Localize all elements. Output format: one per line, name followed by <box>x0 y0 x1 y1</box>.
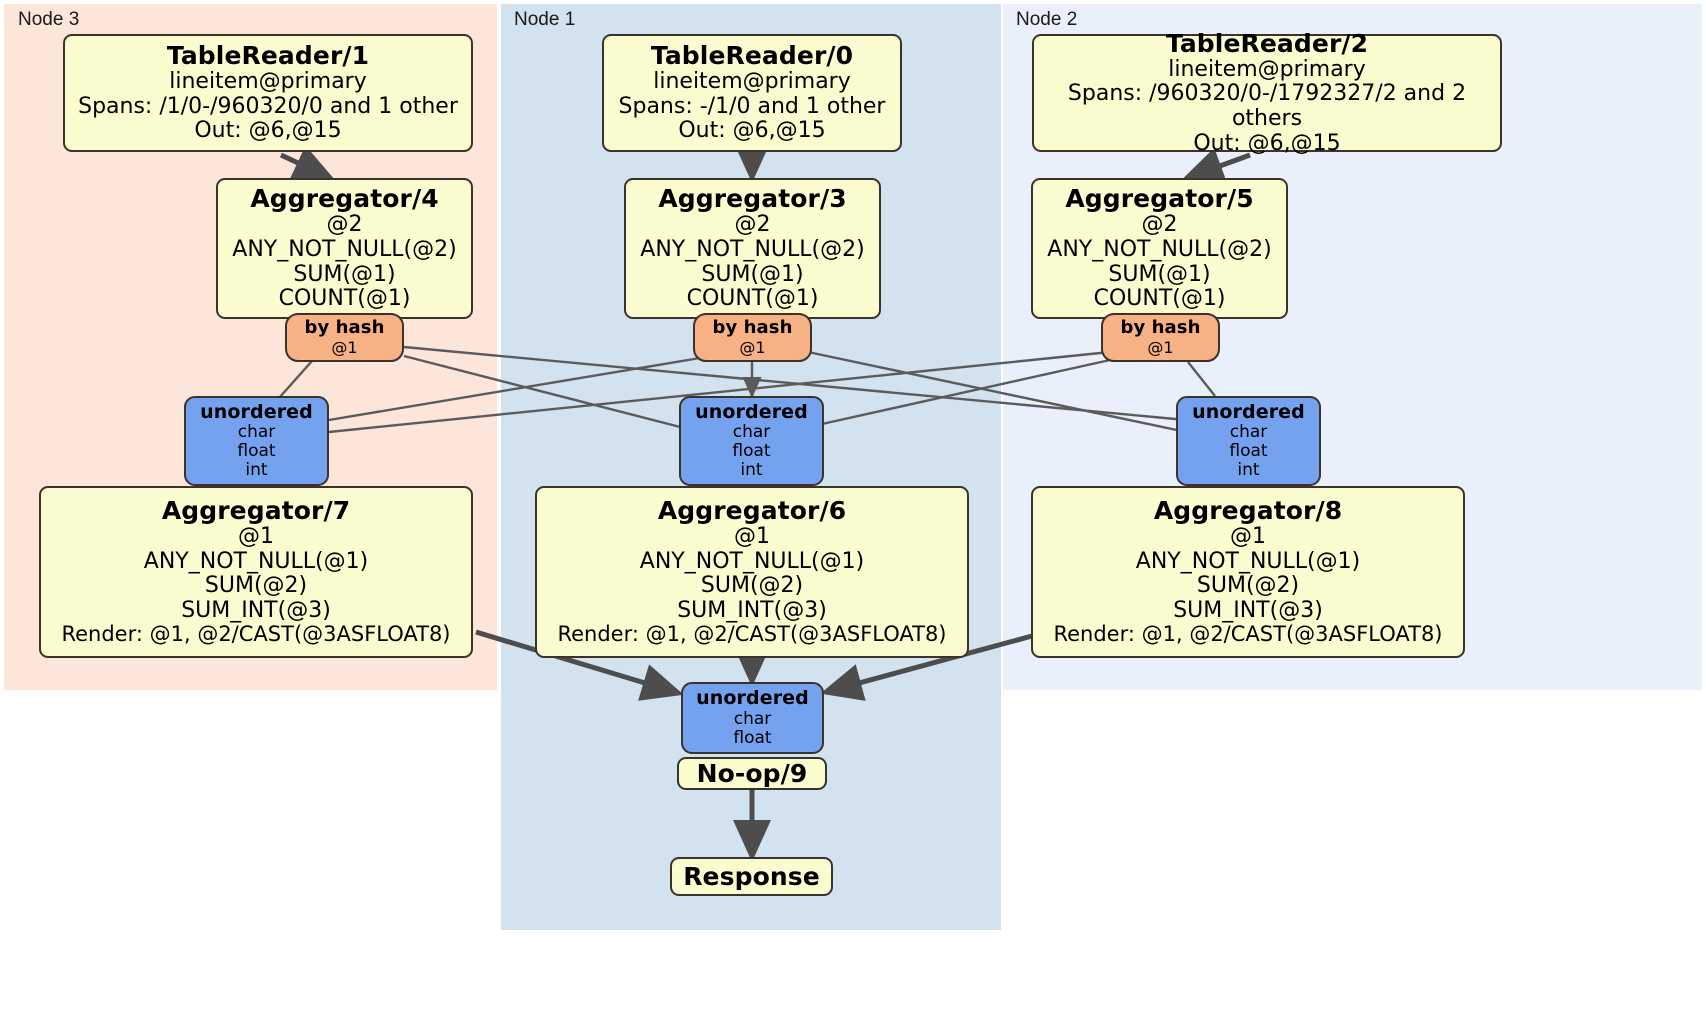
sync-detail-line: int <box>245 460 268 481</box>
box-detail-line: @2 <box>734 212 771 238</box>
box-detail-line: SUM_INT(@3) <box>1173 597 1323 623</box>
box-detail-line: Spans: /1/0-/960320/0 and 1 other <box>78 93 458 119</box>
box-title: Aggregator/7 <box>161 495 351 525</box>
box-title: TableReader/2 <box>1165 28 1369 58</box>
processor-table-reader-0[interactable]: TableReader/0 lineitem@primary Spans: -/… <box>602 34 902 152</box>
synchronizer-unordered-right[interactable]: unordered char float int <box>1176 396 1321 486</box>
box-detail-line: @1 <box>734 523 770 549</box>
box-title: TableReader/0 <box>650 41 854 71</box>
sync-detail-line: float <box>733 727 772 748</box>
router-by-hash-right[interactable]: by hash @1 <box>1101 313 1220 362</box>
box-title: Aggregator/8 <box>1153 495 1343 525</box>
box-detail-line: COUNT(@1) <box>1093 286 1226 312</box>
processor-aggregator-7[interactable]: Aggregator/7 @1 ANY_NOT_NULL(@1) SUM(@2)… <box>39 486 473 658</box>
box-detail-line: COUNT(@1) <box>686 286 819 312</box>
box-detail-line: Render: @1, @2/CAST(@3ASFLOAT8) <box>61 622 451 647</box>
node-label-node3: Node 3 <box>18 9 80 30</box>
box-detail-line: @1 <box>1230 523 1266 549</box>
box-detail-line: Out: @6,@15 <box>1193 130 1341 156</box>
box-detail-line: SUM_INT(@3) <box>677 597 827 623</box>
box-title: Aggregator/4 <box>250 184 439 214</box>
processor-response[interactable]: Response <box>670 857 833 896</box>
sync-title: unordered <box>1192 400 1305 423</box>
router-by-hash-left[interactable]: by hash @1 <box>285 313 404 362</box>
processor-aggregator-4[interactable]: Aggregator/4 @2 ANY_NOT_NULL(@2) SUM(@1)… <box>216 178 473 319</box>
router-by-hash-center[interactable]: by hash @1 <box>693 313 812 362</box>
box-detail-line: lineitem@primary <box>653 69 851 95</box>
processor-aggregator-8[interactable]: Aggregator/8 @1 ANY_NOT_NULL(@1) SUM(@2)… <box>1031 486 1465 658</box>
sync-detail-line: int <box>740 460 763 481</box>
router-detail-line: @1 <box>1147 337 1174 357</box>
sync-title: unordered <box>200 400 313 423</box>
processor-noop-9[interactable]: No-op/9 <box>677 757 827 790</box>
sync-detail-line: char <box>237 422 276 443</box>
box-detail-line: ANY_NOT_NULL(@1) <box>143 548 369 574</box>
box-detail-line: SUM(@1) <box>1108 261 1211 287</box>
router-title: by hash <box>1120 317 1201 339</box>
router-detail-line: @1 <box>331 337 358 357</box>
box-detail-line: Out: @6,@15 <box>194 118 342 144</box>
node-label-node2: Node 2 <box>1016 9 1078 30</box>
box-detail-line: Out: @6,@15 <box>678 118 826 144</box>
router-detail-line: @1 <box>739 337 766 357</box>
processor-aggregator-5[interactable]: Aggregator/5 @2 ANY_NOT_NULL(@2) SUM(@1)… <box>1031 178 1288 319</box>
box-detail-line: @1 <box>238 523 274 549</box>
synchronizer-unordered-center[interactable]: unordered char float int <box>679 396 824 486</box>
sync-detail-line: char <box>732 422 771 443</box>
sync-title: unordered <box>696 687 809 710</box>
processor-table-reader-2[interactable]: TableReader/2 lineitem@primary Spans: /9… <box>1032 29 1502 155</box>
box-detail-line: COUNT(@1) <box>278 286 411 312</box>
synchronizer-unordered-final[interactable]: unordered char float <box>681 682 824 754</box>
processor-aggregator-3[interactable]: Aggregator/3 @2 ANY_NOT_NULL(@2) SUM(@1)… <box>624 178 881 319</box>
node-label-node1: Node 1 <box>514 9 576 30</box>
box-title: Response <box>683 861 820 891</box>
router-title: by hash <box>712 317 793 339</box>
box-title: No-op/9 <box>696 758 808 788</box>
sync-title: unordered <box>695 400 808 423</box>
box-detail-line: ANY_NOT_NULL(@2) <box>232 236 457 262</box>
synchronizer-unordered-left[interactable]: unordered char float int <box>184 396 329 486</box>
box-detail-line: Render: @1, @2/CAST(@3ASFLOAT8) <box>557 622 947 647</box>
sync-detail-line: float <box>237 441 276 462</box>
box-detail-line: Render: @1, @2/CAST(@3ASFLOAT8) <box>1053 622 1443 647</box>
router-title: by hash <box>304 317 385 339</box>
sync-detail-line: float <box>1229 441 1268 462</box>
sync-detail-line: float <box>732 441 771 462</box>
box-title: Aggregator/6 <box>657 495 847 525</box>
box-detail-line: SUM_INT(@3) <box>181 597 331 623</box>
box-detail-line: SUM(@1) <box>701 261 804 287</box>
processor-aggregator-6[interactable]: Aggregator/6 @1 ANY_NOT_NULL(@1) SUM(@2)… <box>535 486 969 658</box>
box-detail-line: SUM(@2) <box>700 573 804 599</box>
box-detail-line: lineitem@primary <box>169 69 367 95</box>
box-detail-line: @2 <box>326 212 363 238</box>
box-detail-line: SUM(@2) <box>204 573 308 599</box>
box-detail-line: ANY_NOT_NULL(@1) <box>639 548 865 574</box>
box-title: Aggregator/5 <box>1065 184 1254 214</box>
sync-detail-line: char <box>733 708 772 729</box>
box-title: Aggregator/3 <box>658 184 847 214</box>
box-detail-line: SUM(@1) <box>293 261 396 287</box>
box-detail-line: @2 <box>1141 212 1178 238</box>
box-title: TableReader/1 <box>166 41 370 71</box>
sync-detail-line: int <box>1237 460 1260 481</box>
box-detail-line: ANY_NOT_NULL(@2) <box>640 236 865 262</box>
box-detail-line: ANY_NOT_NULL(@1) <box>1135 548 1361 574</box>
box-detail-line: Spans: /960320/0-/1792327/2 and 2 others <box>1067 81 1467 131</box>
processor-table-reader-1[interactable]: TableReader/1 lineitem@primary Spans: /1… <box>63 34 473 152</box>
box-detail-line: SUM(@2) <box>1196 573 1300 599</box>
box-detail-line: lineitem@primary <box>1168 56 1366 82</box>
box-detail-line: ANY_NOT_NULL(@2) <box>1047 236 1272 262</box>
box-detail-line: Spans: -/1/0 and 1 other <box>618 93 886 119</box>
sync-detail-line: char <box>1229 422 1268 443</box>
